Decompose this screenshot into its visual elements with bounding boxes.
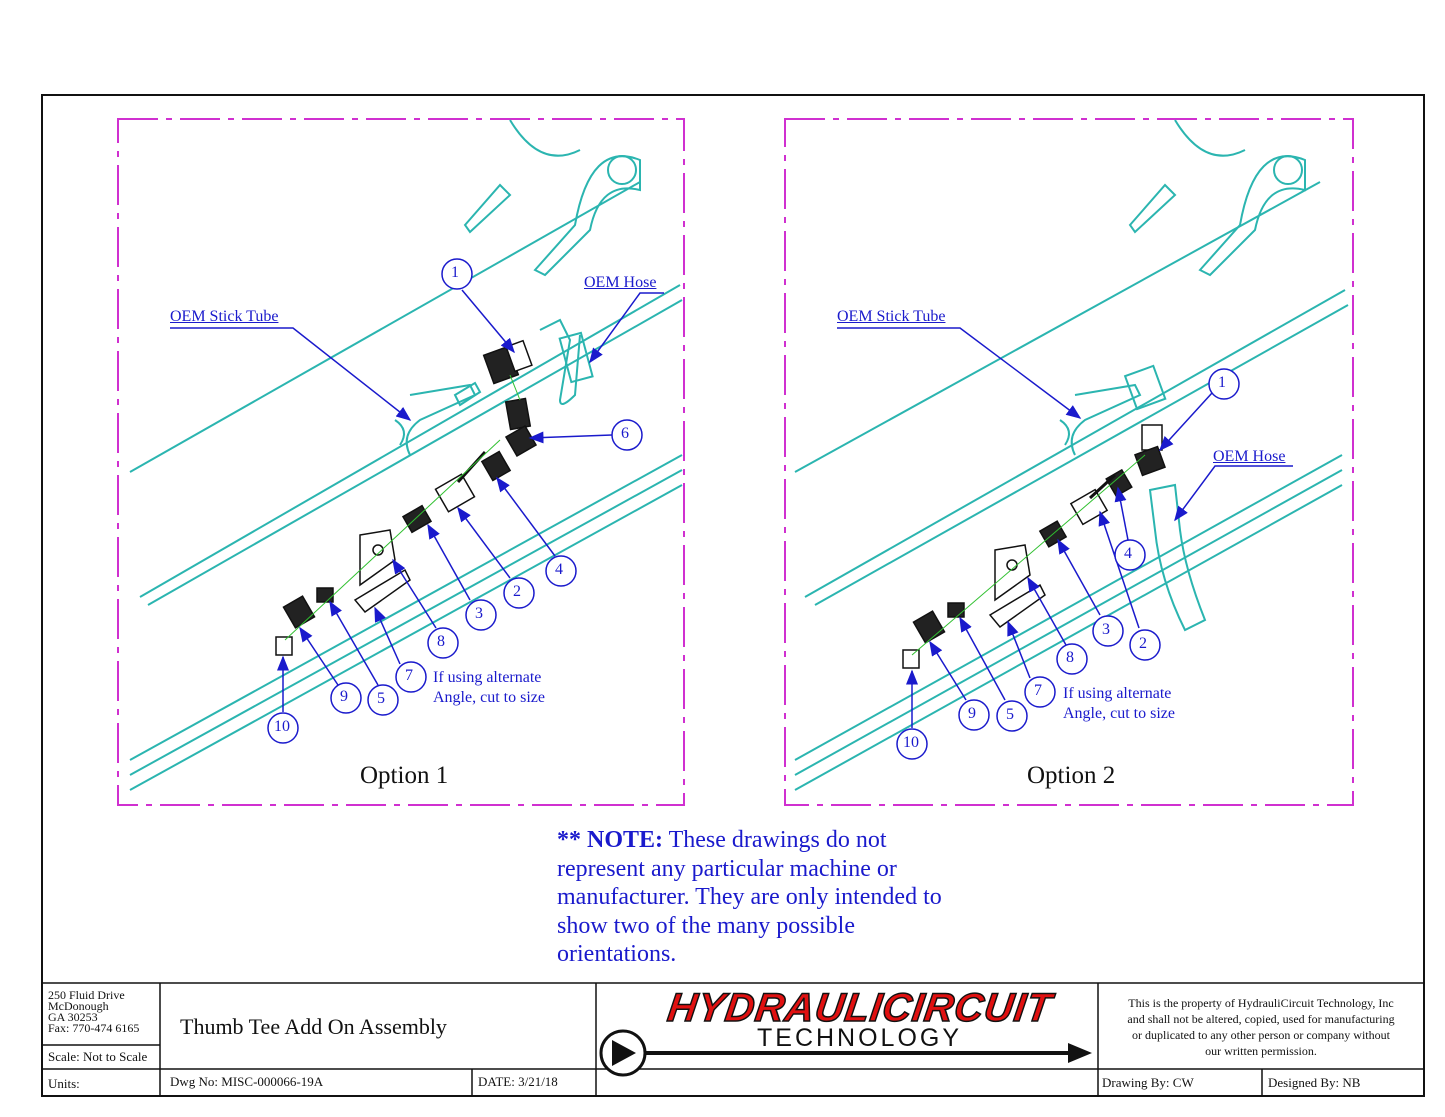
units-field: Units: xyxy=(48,1076,80,1091)
scale-field: Scale: Not to Scale xyxy=(48,1049,148,1064)
note-text: These drawings do not represent any part… xyxy=(557,827,942,967)
oem-stick-tube-label-1: OEM Stick Tube xyxy=(170,308,279,325)
option-1-centerlines xyxy=(284,374,521,641)
balloon-2 xyxy=(1129,629,1161,661)
disclaimer-line: our written permission. xyxy=(1205,1044,1317,1058)
option-1-frame xyxy=(117,118,685,806)
balloon-4 xyxy=(545,555,577,587)
address-line: Fax: 770-474 6165 xyxy=(48,1021,140,1035)
option-2-title: Option 2 xyxy=(1027,762,1116,789)
balloon-number: 10 xyxy=(903,734,919,751)
balloon-number: 8 xyxy=(437,633,445,650)
disclaimer-line: or duplicated to any other person or com… xyxy=(1132,1028,1390,1042)
disclaimer-line: This is the property of HydrauliCircuit … xyxy=(1128,996,1394,1010)
balloon-6 xyxy=(611,419,643,451)
balloon-number: 5 xyxy=(377,690,385,707)
balloon-1 xyxy=(441,258,473,290)
ownership-disclaimer: This is the property of HydrauliCircuit … xyxy=(1100,995,1422,1059)
balloon-number: 4 xyxy=(555,561,563,578)
balloon-number: 10 xyxy=(274,718,290,735)
balloon-number: 8 xyxy=(1066,649,1074,666)
balloon-8 xyxy=(1056,643,1088,675)
balloon-2 xyxy=(503,577,535,609)
balloon-5 xyxy=(996,700,1028,732)
balloon-7 xyxy=(395,661,427,693)
balloon-3 xyxy=(1092,615,1124,647)
balloon-number: 7 xyxy=(405,667,413,684)
balloon-1 xyxy=(1208,368,1240,400)
balloon-3 xyxy=(465,599,497,631)
alternate-angle-note-2: If using alternate Angle, cut to size xyxy=(1063,685,1175,722)
balloon-number: 1 xyxy=(451,264,459,281)
oem-stick-tube-label-2: OEM Stick Tube xyxy=(837,308,946,325)
balloon-number: 6 xyxy=(621,425,629,442)
oem-hose-label-2: OEM Hose xyxy=(1213,448,1286,465)
oem-hose-label-1: OEM Hose xyxy=(584,274,657,291)
option-2-centerlines xyxy=(911,454,1146,656)
option-1-fittings xyxy=(275,339,538,656)
balloon-number: 4 xyxy=(1124,545,1132,562)
option-1-machine-outline xyxy=(129,119,683,791)
option-2-fittings xyxy=(902,424,1166,669)
disclaimer-note: ** NOTE: These drawings do not represent… xyxy=(557,826,977,969)
balloon-number: 3 xyxy=(475,605,483,622)
logo-graphic xyxy=(599,1029,1092,1077)
balloon-4 xyxy=(1114,539,1146,571)
address-line: McDonough xyxy=(48,999,109,1013)
drawing-number: Dwg No: MISC-000066-19A xyxy=(170,1074,324,1089)
balloon-number: 2 xyxy=(513,583,521,600)
option-1-panel xyxy=(117,118,685,806)
drawing-sheet-border xyxy=(41,94,1425,1097)
balloon-5 xyxy=(367,684,399,716)
balloon-number: 9 xyxy=(968,705,976,722)
balloon-number: 3 xyxy=(1102,621,1110,638)
option-2-leaders xyxy=(837,327,1293,728)
option-1-balloons xyxy=(267,258,643,744)
balloon-number: 7 xyxy=(1034,682,1042,699)
balloon-number: 1 xyxy=(1218,374,1226,391)
balloon-9 xyxy=(330,682,362,714)
balloon-7 xyxy=(1024,676,1056,708)
balloon-number: 5 xyxy=(1006,706,1014,723)
balloon-8 xyxy=(427,627,459,659)
company-logo-subtext: TECHNOLOGY xyxy=(757,1024,963,1052)
option-2-machine-outline xyxy=(794,119,1349,791)
company-address: 250 Fluid Drive McDonough GA 30253 Fax: … xyxy=(48,988,140,1035)
balloon-number: 2 xyxy=(1139,635,1147,652)
note-prefix: ** NOTE: xyxy=(557,827,664,853)
alternate-angle-note-1: If using alternate Angle, cut to size xyxy=(433,669,545,706)
balloon-number: 9 xyxy=(340,688,348,705)
title-block-grid xyxy=(41,982,1425,1097)
drawing-by: Drawing By: CW xyxy=(1102,1075,1194,1090)
balloon-10 xyxy=(267,712,299,744)
address-line: GA 30253 xyxy=(48,1010,98,1024)
drawing-date: DATE: 3/21/18 xyxy=(478,1074,558,1089)
drawing-title: Thumb Tee Add On Assembly xyxy=(180,1014,447,1039)
designed-by: Designed By: NB xyxy=(1268,1075,1361,1090)
option-2-panel xyxy=(784,118,1354,806)
option-1-title: Option 1 xyxy=(360,762,449,789)
balloon-9 xyxy=(958,699,990,731)
balloon-10 xyxy=(896,728,928,760)
option-2-frame xyxy=(784,118,1354,806)
address-line: 250 Fluid Drive xyxy=(48,988,125,1002)
option-2-balloons xyxy=(896,368,1240,760)
disclaimer-line: and shall not be altered, copied, used f… xyxy=(1127,1012,1395,1026)
option-1-leaders xyxy=(170,289,664,712)
